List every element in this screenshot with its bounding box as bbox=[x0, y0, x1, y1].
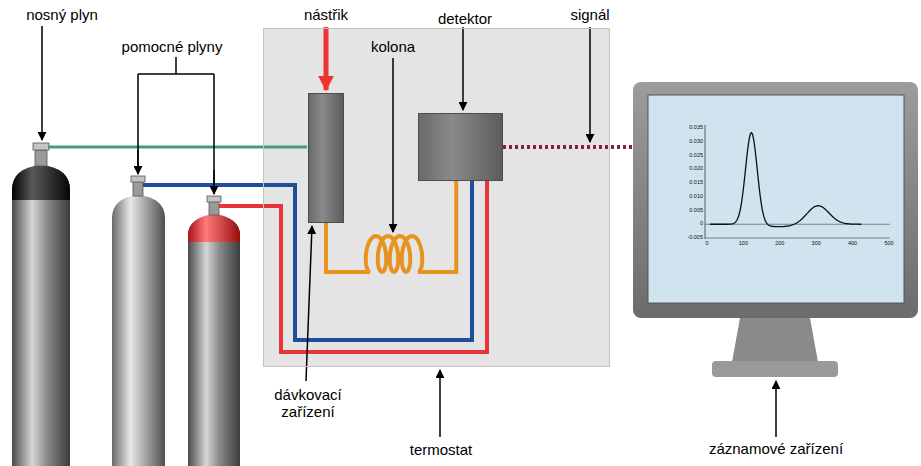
detector-box: detektor bbox=[418, 113, 503, 181]
axis-tick-label: 0.015 bbox=[689, 180, 703, 186]
cylinder-valve bbox=[133, 181, 143, 196]
carrier-gas-line bbox=[48, 146, 307, 149]
y-axis bbox=[705, 125, 706, 239]
axis-tick-label: 0 bbox=[705, 241, 708, 247]
monitor-box: záznamové zařízení bbox=[633, 82, 918, 318]
axis-tick-label: 500 bbox=[884, 241, 893, 247]
valve-knob bbox=[207, 196, 221, 202]
thermostat-housing bbox=[263, 28, 610, 367]
node-label: záznamové zařízení bbox=[709, 440, 843, 457]
cylinder-cap bbox=[188, 214, 240, 242]
axis-tick-label: 0.035 bbox=[689, 125, 703, 131]
leader-arrow bbox=[213, 170, 215, 194]
callout-label: kolona bbox=[371, 38, 415, 55]
axis-tick-label: 0 bbox=[700, 222, 703, 228]
axis-tick-label: 0.030 bbox=[689, 139, 703, 145]
monitor-base bbox=[712, 361, 838, 377]
injection-arrow bbox=[324, 27, 329, 90]
valve-knob bbox=[131, 176, 145, 182]
auxiliary-gas-cylinder bbox=[188, 214, 240, 466]
chromatogram bbox=[705, 125, 890, 239]
cylinder-valve bbox=[35, 150, 47, 166]
auxiliary-gas-line bbox=[219, 180, 487, 352]
injector-box: dávkovací zařízení bbox=[308, 93, 344, 223]
leader-arrow bbox=[137, 150, 139, 174]
callout-label: pomocné plyny bbox=[122, 38, 223, 55]
axis-tick-label: 0.020 bbox=[689, 167, 703, 173]
leader-arrow bbox=[41, 26, 43, 140]
leader-arrow bbox=[589, 27, 591, 142]
callout-label: nástřik bbox=[304, 6, 348, 23]
axis-tick-label: 200 bbox=[775, 241, 784, 247]
axis-tick-label: 0.005 bbox=[689, 208, 703, 214]
node-label: detektor bbox=[438, 10, 492, 27]
monitor-frame bbox=[633, 82, 918, 318]
monitor-stand bbox=[732, 318, 818, 362]
leader-arrow bbox=[306, 226, 312, 381]
bracket bbox=[138, 57, 214, 194]
chromatogram-curve bbox=[710, 133, 861, 227]
axis-tick-label: -0.005 bbox=[687, 235, 703, 241]
cylinder-cap bbox=[12, 165, 70, 200]
signal-line bbox=[503, 145, 633, 149]
valve-knob bbox=[33, 143, 49, 150]
column-tubing bbox=[326, 181, 456, 272]
carrier-gas-cylinder bbox=[12, 165, 70, 466]
leader-arrow bbox=[392, 58, 394, 232]
axis-tick-label: 100 bbox=[739, 241, 748, 247]
axis-tick-label: 400 bbox=[848, 241, 857, 247]
thermostat-box: termostatdávkovací zařízenídetektor bbox=[263, 28, 610, 367]
leader-arrow bbox=[775, 381, 777, 437]
cylinder-valve bbox=[209, 201, 219, 215]
leader-arrow bbox=[439, 370, 441, 437]
leader-arrow bbox=[462, 27, 464, 110]
auxiliary-gas-cylinder bbox=[112, 195, 165, 466]
axis-tick-label: 0.025 bbox=[689, 153, 703, 159]
axis-tick-label: 300 bbox=[812, 241, 821, 247]
axis-tick-label: 0.010 bbox=[689, 194, 703, 200]
node-label: termostat bbox=[410, 441, 473, 458]
monitor-screen bbox=[648, 95, 904, 303]
callout-label: signál bbox=[570, 6, 609, 23]
callout-label: nosný plyn bbox=[26, 6, 98, 23]
node-label: dávkovací zařízení bbox=[263, 386, 353, 421]
x-axis bbox=[705, 238, 890, 239]
